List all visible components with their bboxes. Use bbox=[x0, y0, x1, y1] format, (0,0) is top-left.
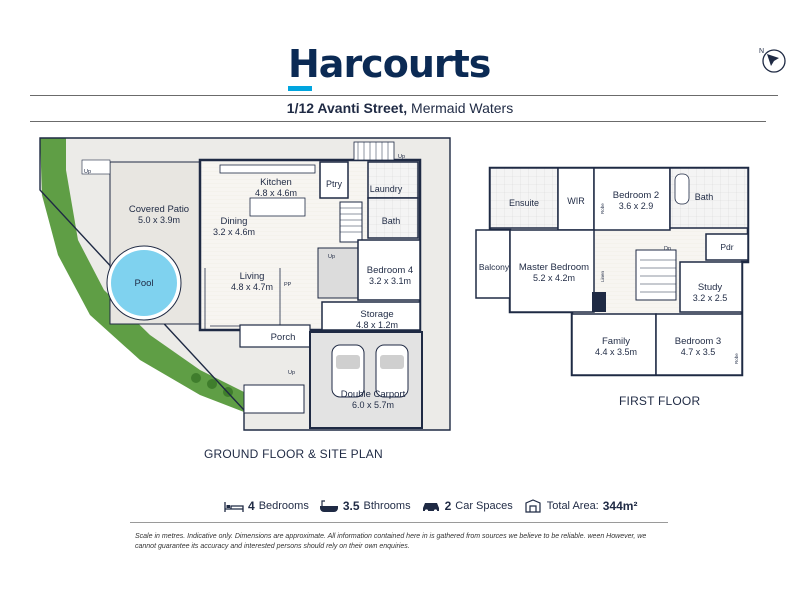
stair-up-mark-2: Up bbox=[398, 154, 405, 160]
storage-dims: 4.8 x 1.2m bbox=[356, 320, 398, 330]
cars-label: Car Spaces bbox=[455, 500, 513, 512]
storage bbox=[321, 301, 421, 331]
carport-dims: 6.0 x 5.7m bbox=[352, 400, 394, 410]
bedroom-2 bbox=[593, 167, 671, 231]
stat-area: Total Area: 344m² bbox=[523, 499, 638, 513]
ground-floor-plan: Covered Patio 5.0 x 3.9m Pool Kitchen 4.… bbox=[39, 137, 451, 431]
bedroom-3-dims: 4.7 x 3.5 bbox=[681, 347, 716, 357]
harcourts-logo: Harcourts bbox=[288, 42, 491, 91]
north-compass-icon: N bbox=[759, 48, 786, 73]
robe-mark-1: Robe bbox=[600, 203, 605, 214]
stat-cars: 2 Car Spaces bbox=[421, 499, 513, 513]
logo-accent-bar bbox=[288, 86, 312, 91]
disclaimer: Scale in metres. Indicative only. Dimens… bbox=[135, 533, 647, 550]
pp-mark: PP bbox=[284, 282, 292, 288]
pdr bbox=[705, 233, 749, 261]
property-address: 1/12 Avanti Street, Mermaid Waters bbox=[0, 100, 800, 116]
bedroom-3-label: Bedroom 3 bbox=[675, 336, 721, 347]
stair-down-mark: Dn bbox=[664, 246, 671, 252]
stat-bedrooms: 4 Bedrooms bbox=[224, 499, 309, 513]
bathrooms-count: 3.5 bbox=[342, 499, 360, 513]
laundry-label: Laundry bbox=[370, 184, 403, 194]
ground-bath bbox=[367, 197, 419, 239]
dining-label: Dining bbox=[221, 216, 248, 227]
first-floor-title: FIRST FLOOR bbox=[619, 394, 701, 408]
bedroom-2-dims: 3.6 x 2.9 bbox=[619, 201, 654, 211]
covered-patio-label: Covered Patio bbox=[129, 204, 189, 215]
wir-label: WIR bbox=[567, 196, 585, 206]
study bbox=[679, 261, 743, 313]
header-divider bbox=[30, 95, 778, 96]
ensuite-label: Ensuite bbox=[509, 198, 539, 208]
carport-label: Double Carport bbox=[341, 389, 406, 400]
first-floor-plan: Ensuite WIR Bedroom 2 3.6 x 2.9 Bath Bal… bbox=[475, 166, 750, 377]
pdr-label: Pdr bbox=[720, 242, 733, 252]
family-dims: 4.4 x 3.5m bbox=[595, 347, 637, 357]
stat-bathrooms: 3.5 Bthrooms bbox=[319, 499, 411, 513]
car-icon bbox=[422, 503, 439, 513]
bedroom-4 bbox=[357, 239, 421, 301]
living-label: Living bbox=[240, 271, 265, 282]
dining-dims: 3.2 x 4.6m bbox=[213, 227, 255, 237]
ground-bath-label: Bath bbox=[382, 216, 401, 226]
master-bedroom-dims: 5.2 x 4.2m bbox=[533, 273, 575, 283]
master-bedroom-label: Master Bedroom bbox=[519, 262, 589, 273]
bathrooms-label: Bthrooms bbox=[363, 500, 411, 512]
study-dims: 3.2 x 2.5 bbox=[693, 293, 728, 303]
bedroom-3 bbox=[655, 313, 743, 376]
logo-text: Harcourts bbox=[288, 42, 491, 86]
linen-mark: Linen bbox=[600, 270, 605, 282]
disclaimer-divider bbox=[130, 522, 668, 523]
bedroom-2-label: Bedroom 2 bbox=[613, 190, 659, 201]
master-bedroom bbox=[509, 229, 595, 313]
storage-label: Storage bbox=[360, 309, 393, 320]
porch-label: Porch bbox=[271, 332, 296, 343]
living-dims: 4.8 x 4.7m bbox=[231, 282, 273, 292]
cars-count: 2 bbox=[444, 499, 452, 513]
bath-icon bbox=[319, 500, 338, 512]
family bbox=[571, 313, 657, 376]
bedrooms-label: Bedrooms bbox=[258, 500, 309, 512]
bed-icon bbox=[224, 502, 244, 512]
stair-up-mark-1: Up bbox=[84, 169, 91, 175]
address-suburb: Mermaid Waters bbox=[411, 100, 514, 116]
bedroom-4-label: Bedroom 4 bbox=[367, 265, 413, 276]
site-boundary bbox=[39, 137, 451, 431]
kitchen-label: Kitchen bbox=[260, 177, 292, 188]
bedroom-4-dims: 3.2 x 3.1m bbox=[369, 276, 411, 286]
pool-label: Pool bbox=[134, 278, 153, 289]
bedrooms-count: 4 bbox=[248, 499, 255, 513]
area-label: Total Area: bbox=[546, 500, 599, 512]
address-divider bbox=[30, 121, 766, 122]
address-street: 1/12 Avanti Street, bbox=[286, 100, 408, 116]
ground-floor-title: GROUND FLOOR & SITE PLAN bbox=[204, 447, 383, 461]
area-value: 344m² bbox=[602, 499, 638, 513]
area-icon bbox=[525, 499, 541, 513]
family-label: Family bbox=[602, 336, 630, 347]
svg-text:N: N bbox=[759, 48, 764, 55]
stair-up-mark-3: Up bbox=[328, 254, 335, 260]
laundry bbox=[367, 161, 419, 199]
balcony-label: Balcony bbox=[479, 262, 510, 272]
stair-up-mark-4: Up bbox=[288, 370, 295, 376]
garden-strip bbox=[40, 138, 244, 412]
study-label: Study bbox=[698, 282, 723, 293]
first-bath-label: Bath bbox=[695, 192, 714, 202]
robe-mark-3: Robe bbox=[734, 353, 739, 364]
ptry-label: Ptry bbox=[326, 179, 343, 189]
covered-patio-dims: 5.0 x 3.9m bbox=[138, 215, 180, 225]
property-stats: 4 Bedrooms 3.5 Bthrooms 2 Car Spaces Tot… bbox=[224, 497, 637, 515]
kitchen-dims: 4.8 x 4.6m bbox=[255, 188, 297, 198]
